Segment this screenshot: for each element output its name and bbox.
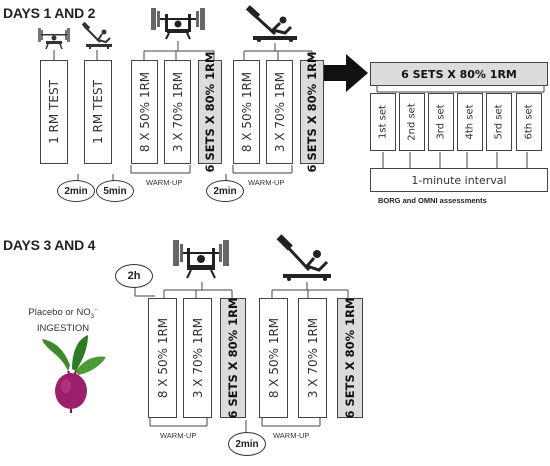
leg-main-box: 6 SETS X 80% 1RM	[337, 298, 363, 418]
beetroot-icon	[42, 335, 106, 413]
rest-oval: 5min	[96, 180, 134, 202]
leg-press-icon	[276, 234, 331, 281]
ingestion-line-1: Placebo or NO	[28, 307, 91, 319]
bench-main-box: 6 SETS X 80% 1RM	[198, 52, 222, 172]
set-label: 8 X 50% 1RM	[155, 317, 170, 399]
set-box-4: 4th set	[457, 93, 483, 151]
bench-press-icon	[151, 8, 205, 40]
assessments-label: BORG and OMNI assessments	[378, 196, 487, 205]
rest-oval: 2min	[57, 180, 95, 202]
detail-header: 6 SETS X 80% 1RM	[370, 62, 548, 86]
set-label: 8 X 50% 1RM	[266, 317, 281, 399]
set-label: 3rd set	[435, 104, 447, 140]
set-label: 6 SETS X 80% 1RM	[203, 51, 217, 173]
test-label: 1 RM TEST	[91, 80, 105, 144]
set-label: 4th set	[464, 104, 476, 140]
leg-warmup-box-1: 8 X 50% 1RM	[259, 298, 288, 418]
set-label: 1st set	[377, 105, 389, 139]
set-box-1: 1st set	[370, 93, 396, 151]
ingestion-subscript: 3	[90, 314, 95, 321]
warmup-label: WARM-UP	[273, 431, 310, 440]
section-title-days-1-2: DAYS 1 AND 2	[3, 5, 96, 21]
bench-warmup-box-1: 8 X 50% 1RM	[131, 60, 158, 164]
wait-oval: 2h	[115, 264, 153, 288]
set-label: 3 X 70% 1RM	[272, 71, 287, 153]
set-box-3: 3rd set	[428, 93, 454, 151]
bench-press-icon	[38, 28, 70, 50]
set-label: 6 SETS X 80% 1RM	[343, 297, 357, 419]
ingestion-superscript: −	[94, 307, 98, 313]
leg-warmup-box-2: 3 X 70% 1RM	[266, 60, 293, 164]
section-title-days-3-4: DAYS 3 AND 4	[3, 237, 96, 253]
leg-press-icon	[81, 21, 112, 49]
leg-main-box: 6 SETS X 80% 1RM	[300, 52, 324, 172]
set-label: 6 SETS X 80% 1RM	[305, 51, 319, 173]
test-box-1: 1 RM TEST	[40, 60, 68, 164]
ingestion-text: Placebo or NO3− INGESTION	[18, 304, 108, 335]
bench-main-box: 6 SETS X 80% 1RM	[220, 298, 246, 418]
set-label: 8 X 50% 1RM	[137, 71, 152, 153]
rest-oval: 2min	[206, 180, 244, 202]
set-box-2: 2nd set	[399, 93, 425, 151]
set-label: 3 X 70% 1RM	[190, 317, 205, 399]
bench-warmup-box-1: 8 X 50% 1RM	[148, 298, 177, 418]
leg-press-icon	[245, 5, 297, 42]
warmup-label: WARM-UP	[146, 178, 183, 187]
leg-warmup-box-1: 8 X 50% 1RM	[233, 60, 260, 164]
leg-warmup-box-2: 3 X 70% 1RM	[298, 298, 327, 418]
ingestion-line-2: INGESTION	[36, 323, 90, 335]
set-label: 6 SETS X 80% 1RM	[226, 297, 240, 419]
bench-press-icon	[173, 240, 229, 279]
set-box-5: 5rd set	[486, 93, 512, 151]
set-box-6: 6th set	[516, 93, 542, 151]
test-box-2: 1 RM TEST	[84, 60, 112, 164]
set-label: 2nd set	[406, 103, 418, 141]
bench-warmup-box-2: 3 X 70% 1RM	[164, 60, 191, 164]
interval-box: 1-minute interval	[370, 168, 548, 192]
arrow-right-icon	[324, 54, 368, 92]
set-label: 3 X 70% 1RM	[170, 71, 185, 153]
set-label: 5rd set	[493, 104, 505, 140]
set-label: 8 X 50% 1RM	[239, 71, 254, 153]
warmup-label: WARM-UP	[248, 178, 285, 187]
test-label: 1 RM TEST	[47, 80, 61, 144]
set-label: 6th set	[523, 104, 535, 140]
interval-label: 1-minute interval	[411, 173, 507, 187]
bench-warmup-box-2: 3 X 70% 1RM	[183, 298, 212, 418]
warmup-label: WARM-UP	[160, 431, 197, 440]
rest-oval: 2min	[228, 432, 266, 456]
detail-header-label: 6 SETS X 80% 1RM	[401, 67, 517, 81]
set-label: 3 X 70% 1RM	[305, 317, 320, 399]
